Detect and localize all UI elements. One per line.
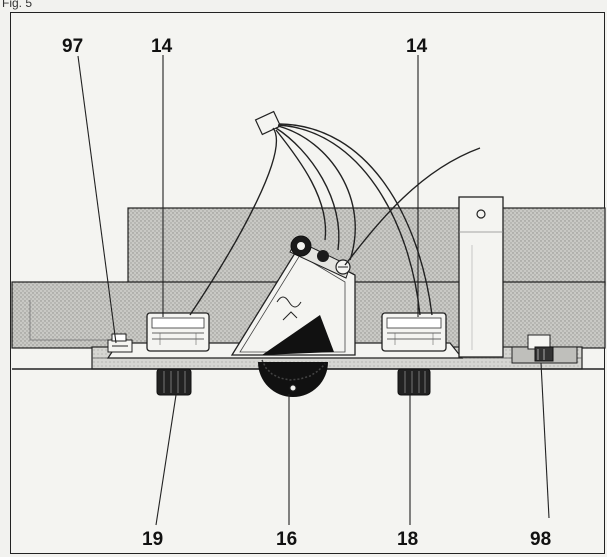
upper-chassis-block: [127, 207, 606, 286]
callout-19: 19: [142, 529, 163, 550]
coil-right: [381, 312, 447, 352]
wires: [189, 123, 481, 316]
callout-14-right: 14: [406, 36, 428, 57]
knob-19: [156, 368, 192, 396]
lift-cam-icon: [258, 315, 334, 397]
callout-98: 98: [530, 529, 551, 550]
callout-97: 97: [62, 36, 83, 57]
figure-caption: Fig. 5: [2, 0, 33, 10]
leader-lines: [77, 55, 550, 526]
cable-clip-icon: [458, 196, 504, 358]
coil-left: [146, 312, 210, 352]
callout-14-left: 14: [151, 36, 173, 57]
callout-18: 18: [397, 529, 418, 550]
base-inner-edge: [29, 300, 110, 341]
screw-97: [107, 333, 133, 353]
callout-16: 16: [276, 529, 297, 550]
screw-98: [511, 334, 578, 364]
knob-18: [397, 368, 431, 396]
